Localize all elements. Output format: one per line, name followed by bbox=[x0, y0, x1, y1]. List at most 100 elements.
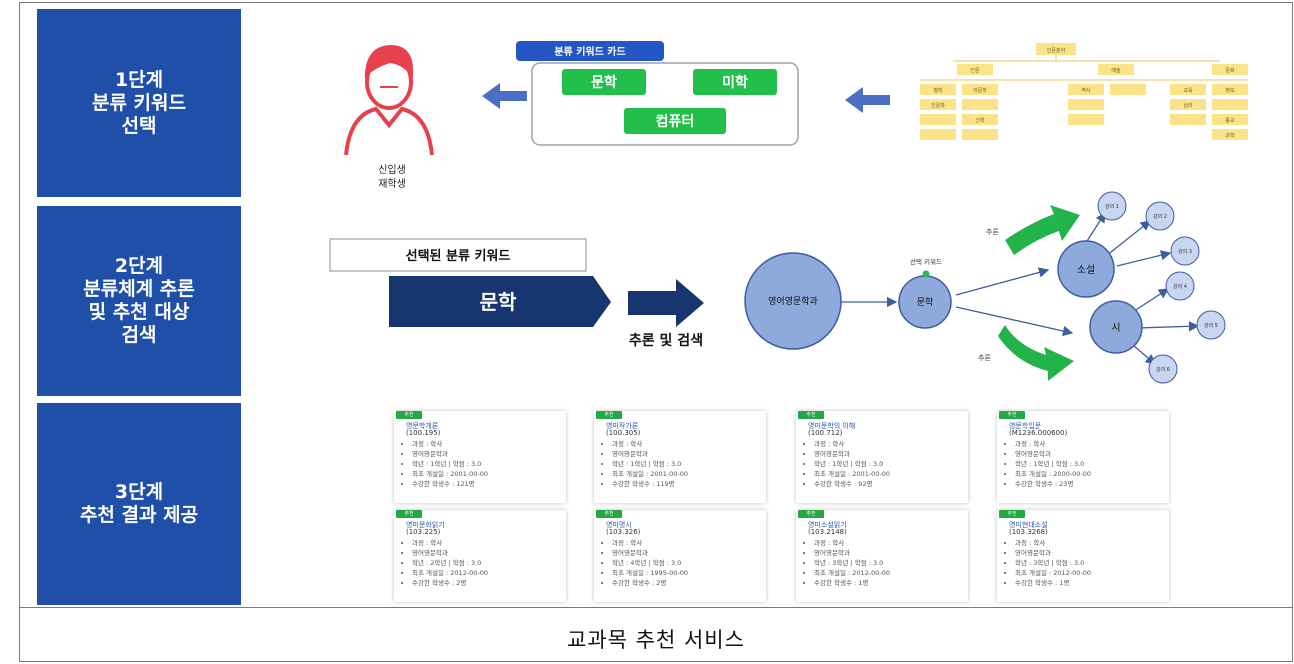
leaf-node bbox=[1097, 191, 1127, 221]
course-card[interactable]: 추천 영문학입문 (M1236.000600) 과정 : 학사 영어영문학과 학… bbox=[997, 411, 1169, 503]
course-title: 영미명시 bbox=[606, 521, 632, 529]
selected-keyword-box-title: 선택된 분류 키워드 bbox=[406, 248, 511, 264]
taxonomy-cell-label: 철학 bbox=[933, 87, 943, 94]
user-label-1: 신입생 bbox=[378, 163, 406, 176]
course-card[interactable]: 추천 영미문학의 이해 (100.712) 과정 : 학사 영어영문학과 학년 … bbox=[796, 411, 968, 503]
course-info: 수강한 학생수 : 92명 bbox=[814, 479, 890, 489]
course-info: 과정 : 학사 bbox=[1015, 439, 1091, 449]
infer-arrow bbox=[628, 279, 704, 327]
course-info: 학년 : 2학년 | 학점 : 3.0 bbox=[412, 558, 488, 568]
diagram-frame: 1단계 분류 키워드 선택 2단계 분류체계 추론 및 추천 대상 검색 3단계… bbox=[19, 2, 1293, 662]
course-info: 학년 : 1학년 | 학점 : 3.0 bbox=[814, 459, 890, 469]
arrow-to-user bbox=[482, 83, 527, 109]
taxonomy-cell bbox=[1212, 114, 1248, 125]
course-title: 영문학개론 bbox=[406, 422, 439, 430]
course-card[interactable]: 추천 영미명시 (103.326) 과정 : 학사 영어영문학과 학년 : 4학… bbox=[594, 510, 766, 602]
recommend-tag: 추천 bbox=[596, 510, 622, 518]
taxonomy-cell-label: 종교 bbox=[1225, 118, 1235, 124]
taxonomy-cell bbox=[920, 114, 956, 125]
taxonomy-cell-label: 어문학 bbox=[973, 87, 987, 94]
course-info: 영어영문학과 bbox=[1015, 548, 1091, 558]
taxonomy-root bbox=[1036, 43, 1076, 55]
course-code: (100.195) bbox=[406, 429, 441, 437]
taxonomy-top-2-label: 예술 bbox=[1111, 67, 1121, 74]
taxonomy-cell-label: 정보 bbox=[1225, 87, 1235, 94]
stage-3-label: 3단계 추천 결과 제공 bbox=[37, 403, 241, 605]
course-info: 최초 개설일 : 2001-00-00 bbox=[612, 469, 688, 479]
recommend-tag: 추천 bbox=[798, 411, 824, 419]
taxonomy-cell bbox=[962, 114, 998, 125]
course-info-list: 과정 : 학사 영어영문학과 학년 : 2학년 | 학점 : 3.0 최초 개설… bbox=[402, 538, 488, 588]
course-info-list: 과정 : 학사 영어영문학과 학년 : 1학년 | 학점 : 3.0 최초 개설… bbox=[402, 439, 488, 489]
keyword-chip-3-label: 컴퓨터 bbox=[656, 114, 695, 130]
leaf-node bbox=[1148, 354, 1178, 384]
keyword-chip-2 bbox=[693, 69, 777, 95]
taxonomy-root-label: 인문분야 bbox=[1047, 47, 1066, 54]
course-card[interactable]: 추천 영문학개론 (100.195) 과정 : 학사 영어영문학과 학년 : 1… bbox=[394, 411, 566, 503]
leaf-node bbox=[1165, 271, 1195, 301]
course-info: 과정 : 학사 bbox=[1015, 538, 1091, 548]
course-title: 영문학입문 bbox=[1009, 422, 1042, 430]
stage-2-label: 2단계 분류체계 추론 및 추천 대상 검색 bbox=[37, 206, 241, 396]
keyword-card-title: 분류 키워드 카드 bbox=[554, 45, 625, 58]
leaf-node bbox=[1196, 310, 1226, 340]
taxonomy-tree: 인문분야 인문 예술 문화 철학 어문학 역사 교육 정보 인문학 bbox=[920, 43, 1248, 140]
recommend-tag: 추천 bbox=[999, 411, 1025, 419]
taxonomy-cell bbox=[1212, 99, 1248, 110]
taxonomy-cell-label: 심리 bbox=[1183, 102, 1192, 109]
selected-keyword: 문학 bbox=[480, 290, 517, 314]
course-card[interactable]: 추천 영미문화읽기 (103.225) 과정 : 학사 영어영문학과 학년 : … bbox=[394, 510, 566, 602]
course-info-list: 과정 : 학사 영어영문학과 학년 : 3학년 | 학점 : 3.0 최초 개설… bbox=[1005, 538, 1091, 588]
course-code: (103.326) bbox=[606, 528, 641, 536]
leaf-node-label: 강의 2 bbox=[1153, 213, 1167, 220]
course-info: 최초 개설일 : 2012-00-00 bbox=[1015, 568, 1091, 578]
taxonomy-cell bbox=[1068, 114, 1104, 125]
course-card[interactable]: 추천 영미현대소설 (103.3268) 과정 : 학사 영어영문학과 학년 :… bbox=[997, 510, 1169, 602]
recommend-tag: 추천 bbox=[596, 411, 622, 419]
course-info: 과정 : 학사 bbox=[612, 439, 688, 449]
center-node-label: 문학 bbox=[917, 297, 934, 308]
course-card[interactable]: 추천 영미소설읽기 (103.2148) 과정 : 학사 영어영문학과 학년 :… bbox=[796, 510, 968, 602]
course-info: 영어영문학과 bbox=[1015, 449, 1091, 459]
course-info: 수강한 학생수 : 2명 bbox=[612, 578, 688, 588]
taxonomy-cell-label: 교육 bbox=[1183, 88, 1193, 94]
course-info: 영어영문학과 bbox=[412, 449, 488, 459]
taxonomy-cell bbox=[1170, 114, 1206, 125]
course-info: 과정 : 학사 bbox=[412, 439, 488, 449]
leaf-node-label: 강의 5 bbox=[1204, 322, 1218, 329]
infer-label: 추론 및 검색 bbox=[629, 332, 703, 349]
infer-note-top: 추론 bbox=[986, 228, 999, 236]
course-info: 학년 : 1학년 | 학점 : 3.0 bbox=[612, 459, 688, 469]
course-info: 학년 : 3학년 | 학점 : 3.0 bbox=[814, 558, 890, 568]
taxonomy-cell bbox=[1170, 99, 1206, 110]
course-info: 수강한 학생수 : 1명 bbox=[1015, 578, 1091, 588]
course-code: (103.3268) bbox=[1009, 528, 1048, 536]
course-title: 영미문화읽기 bbox=[406, 521, 445, 529]
department-node-label: 영어영문학과 bbox=[768, 296, 818, 307]
course-info-list: 과정 : 학사 영어영문학과 학년 : 4학년 | 학점 : 3.0 최초 개설… bbox=[602, 538, 688, 588]
course-title: 영미소설읽기 bbox=[808, 521, 847, 529]
selected-keyword-dot bbox=[922, 270, 930, 278]
figure-caption: 교과목 추천 서비스 bbox=[567, 628, 745, 652]
infer-curved-arrow-top bbox=[1005, 205, 1080, 255]
keyword-chip-1-label: 문학 bbox=[591, 75, 617, 91]
infer-note-bottom: 추론 bbox=[978, 354, 991, 362]
sub-node-2 bbox=[1089, 300, 1143, 354]
course-card[interactable]: 추천 영미작가론 (100.305) 과정 : 학사 영어영문학과 학년 : 1… bbox=[594, 411, 766, 503]
course-info: 수강한 학생수 : 2명 bbox=[412, 578, 488, 588]
course-info: 최초 개설일 : 1995-00-00 bbox=[612, 568, 688, 578]
stage-1-label: 1단계 분류 키워드 선택 bbox=[37, 9, 241, 197]
course-info-list: 과정 : 학사 영어영문학과 학년 : 3학년 | 학점 : 3.0 최초 개설… bbox=[804, 538, 890, 588]
taxonomy-cell bbox=[1068, 99, 1104, 110]
keyword-chip-2-label: 미학 bbox=[722, 75, 748, 91]
course-info: 수강한 학생수 : 121명 bbox=[412, 479, 488, 489]
course-info: 영어영문학과 bbox=[814, 548, 890, 558]
course-info: 학년 : 1학년 | 학점 : 3.0 bbox=[1015, 459, 1091, 469]
course-title: 영미문학의 이해 bbox=[808, 422, 856, 430]
recommend-tag: 추천 bbox=[798, 510, 824, 518]
recommend-tag: 추천 bbox=[396, 510, 422, 518]
course-title: 영미작가론 bbox=[606, 422, 639, 430]
leaf-node-label: 강의 1 bbox=[1105, 203, 1119, 210]
course-info: 학년 : 3학년 | 학점 : 3.0 bbox=[1015, 558, 1091, 568]
sub-node-1-label: 소설 bbox=[1077, 264, 1095, 276]
